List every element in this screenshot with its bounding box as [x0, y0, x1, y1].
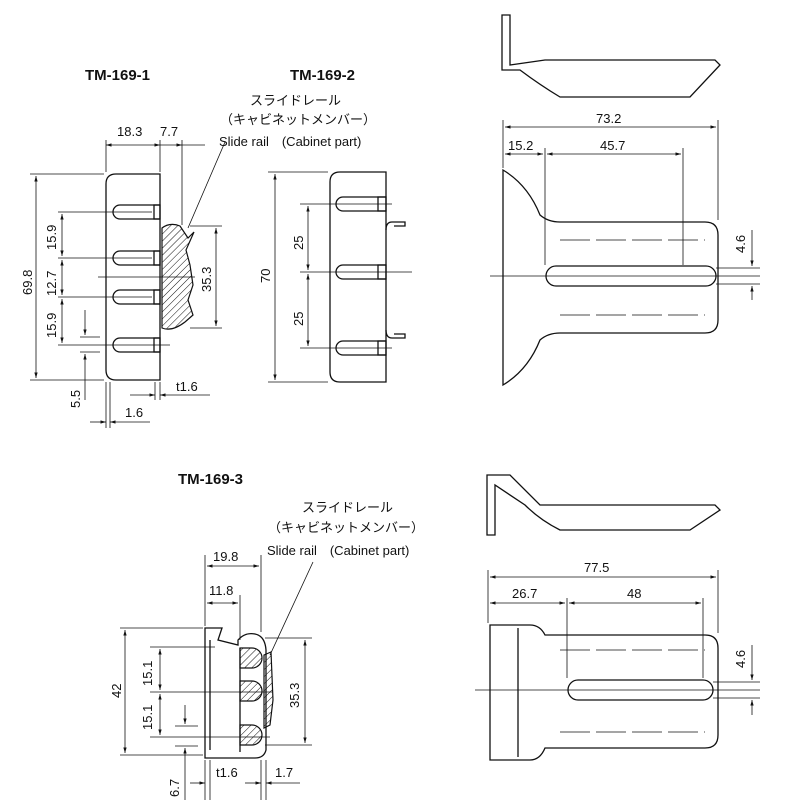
- dim-1-7: 1.7: [275, 765, 293, 780]
- dim-15-1-top: 15.1: [140, 661, 155, 686]
- view-tm-169-2: TM-169-2 70 25 25: [258, 67, 412, 383]
- dim-15-9-top: 15.9: [44, 225, 59, 250]
- dim-15-9-bottom: 15.9: [44, 313, 59, 338]
- dim-7-7: 7.7: [160, 124, 178, 139]
- dim-18-3: 18.3: [117, 124, 142, 139]
- dim-t1-6: t1.6: [176, 379, 198, 394]
- title-tm-169-3: TM-169-3: [178, 471, 243, 488]
- tray-side-view: [486, 474, 722, 536]
- plan-view-tm-169-3: 77.5 26.7 48 4.6: [475, 474, 760, 761]
- dim-6-7: 6.7: [167, 779, 182, 797]
- slots: [112, 204, 161, 353]
- view-tm-169-1: TM-169-1 18.3 7.7 69.8 15.9 12.7 15.9 35…: [20, 67, 376, 428]
- dim-15-1-bottom: 15.1: [140, 705, 155, 730]
- dim-1-6: 1.6: [125, 405, 143, 420]
- dim-35-3: 35.3: [287, 683, 302, 708]
- dim-48: 48: [627, 586, 641, 601]
- note-jp-slide-rail: スライドレール: [302, 500, 393, 515]
- dim-5-5: 5.5: [68, 390, 83, 408]
- rail-sections: [239, 647, 274, 746]
- dim-19-8: 19.8: [213, 549, 238, 564]
- dim-69-8: 69.8: [20, 270, 35, 295]
- note-en-slide-rail: Slide rail (Cabinet part): [219, 134, 361, 149]
- dim-12-7: 12.7: [44, 271, 59, 296]
- view-tm-169-3: TM-169-3 19.8 11.8 42 15.1 15.1 35.3 6.7…: [109, 471, 424, 800]
- tray-side-view: [501, 14, 721, 98]
- dim-t1-6: t1.6: [216, 765, 238, 780]
- dim-70: 70: [258, 269, 273, 283]
- dim-11-8: 11.8: [209, 583, 233, 598]
- note-en-slide-rail: Slide rail (Cabinet part): [267, 543, 409, 558]
- title-tm-169-1: TM-169-1: [85, 67, 150, 84]
- dim-26-7: 26.7: [512, 586, 537, 601]
- dim-42: 42: [109, 684, 124, 698]
- plan-view-tm-169-1-2: 73.2 15.2 45.7 4.6: [490, 14, 760, 387]
- note-jp-cabinet-member: （キャビネットメンバー）: [268, 520, 424, 535]
- dim-35-3: 35.3: [199, 267, 214, 292]
- note-jp-cabinet-member: （キャビネットメンバー）: [220, 112, 376, 127]
- dim-15-2: 15.2: [508, 138, 533, 153]
- dim-4-6: 4.6: [733, 235, 748, 253]
- dim-45-7: 45.7: [600, 138, 625, 153]
- bracket-plan: [502, 168, 719, 387]
- dim-4-6: 4.6: [733, 650, 748, 668]
- dim-25-bottom: 25: [291, 312, 306, 326]
- bracket-body: [105, 173, 161, 381]
- dim-77-5: 77.5: [584, 560, 609, 575]
- slots: [335, 196, 406, 356]
- bracket-body: [329, 171, 387, 383]
- dim-73-2: 73.2: [596, 111, 621, 126]
- title-tm-169-2: TM-169-2: [290, 67, 355, 84]
- bracket-plan: [489, 624, 719, 761]
- note-jp-slide-rail: スライドレール: [250, 93, 341, 108]
- dim-25-top: 25: [291, 236, 306, 250]
